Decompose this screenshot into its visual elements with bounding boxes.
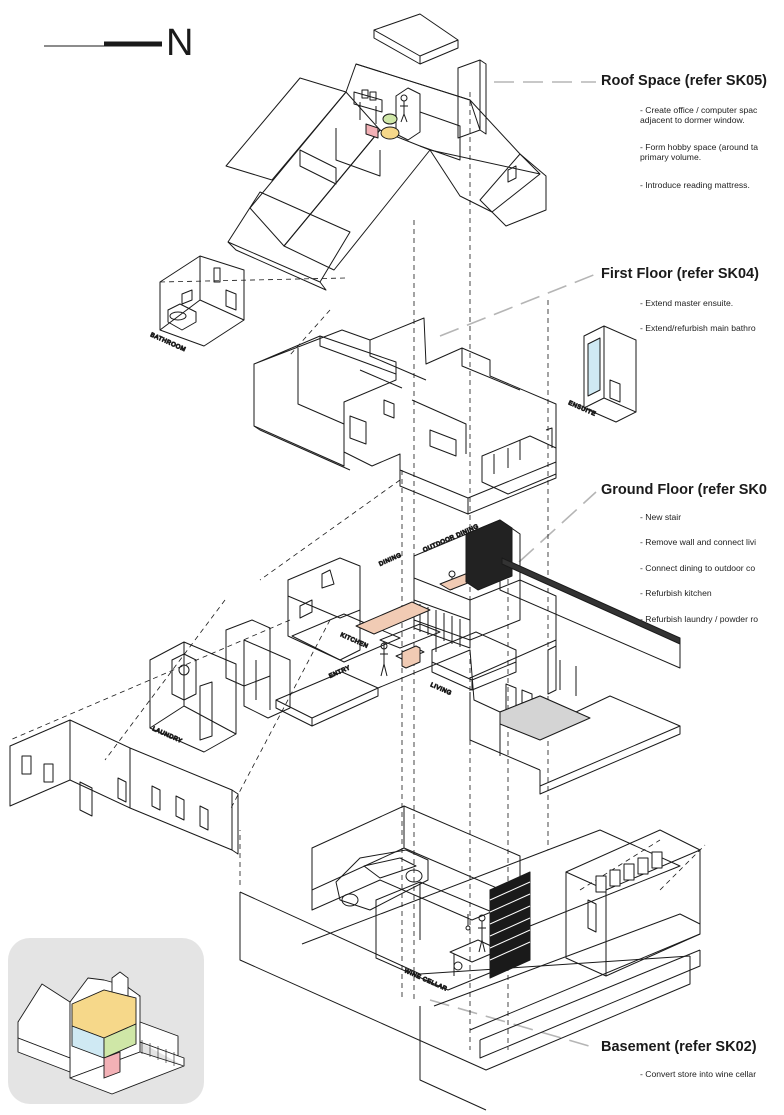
location-thumbnail: [8, 938, 204, 1104]
note-ground-1: - New stair: [640, 512, 682, 522]
north-label: N: [166, 22, 194, 64]
bins-icon: [595, 851, 663, 893]
timber-joinery: [355, 601, 431, 635]
chair-icon: [365, 123, 379, 139]
heading-basement: Basement (refer SK02): [601, 1039, 757, 1055]
island-bench: [401, 645, 421, 669]
north-arrow-icon: [44, 41, 162, 47]
note-roof-2: - Form hobby space (around ta: [640, 142, 758, 152]
label-ensuite: ENSUITE: [567, 400, 596, 417]
leader-lines: [429, 81, 597, 1049]
heading-first-floor: First Floor (refer SK04): [601, 266, 759, 282]
note-first-1: - Extend master ensuite.: [640, 298, 734, 308]
label-wine-cellar: WINE CELLAR: [403, 968, 448, 992]
paving-area: [499, 695, 591, 741]
label-kitchen: KITCHEN: [339, 632, 369, 650]
label-laundry: LAUNDRY: [151, 726, 183, 745]
note-ground-2: - Remove wall and connect livi: [640, 537, 757, 547]
house-thumbnail-icon: [17, 971, 185, 1095]
note-roof-1b: adjacent to dormer window.: [640, 115, 745, 125]
label-dining: DINING: [378, 553, 402, 568]
note-ground-5: - Refurbish laundry / powder ro: [640, 614, 758, 624]
lamp-icon: [382, 113, 398, 125]
label-entry: ENTRY: [328, 665, 351, 680]
roof-space-level: [225, 13, 547, 291]
feature-screen: [465, 519, 513, 591]
heading-ground-floor: Ground Floor (refer SK0: [601, 482, 767, 498]
shower-glass: [587, 337, 601, 397]
beanbag-icon: [380, 126, 400, 140]
heading-roof-space: Roof Space (refer SK05): [601, 73, 767, 89]
label-bathroom: BATHROOM: [149, 332, 186, 353]
note-ground-3: - Connect dining to outdoor co: [640, 563, 756, 573]
outdoor-screen: [501, 557, 681, 645]
wine-rack: [489, 871, 531, 979]
wine-rack-slots: [489, 881, 531, 961]
note-roof-3: - Introduce reading mattress.: [640, 180, 750, 190]
ground-floor-level: [9, 519, 681, 855]
label-living: LIVING: [429, 682, 452, 697]
note-first-2: - Extend/refurbish main bathro: [640, 323, 756, 333]
note-roof-2b: primary volume.: [640, 152, 702, 162]
first-floor-level: [159, 255, 637, 515]
note-ground-4: - Refurbish kitchen: [640, 588, 712, 598]
note-basement-1: - Convert store into wine cellar: [640, 1069, 757, 1079]
note-roof-1: - Create office / computer spac: [640, 105, 758, 115]
